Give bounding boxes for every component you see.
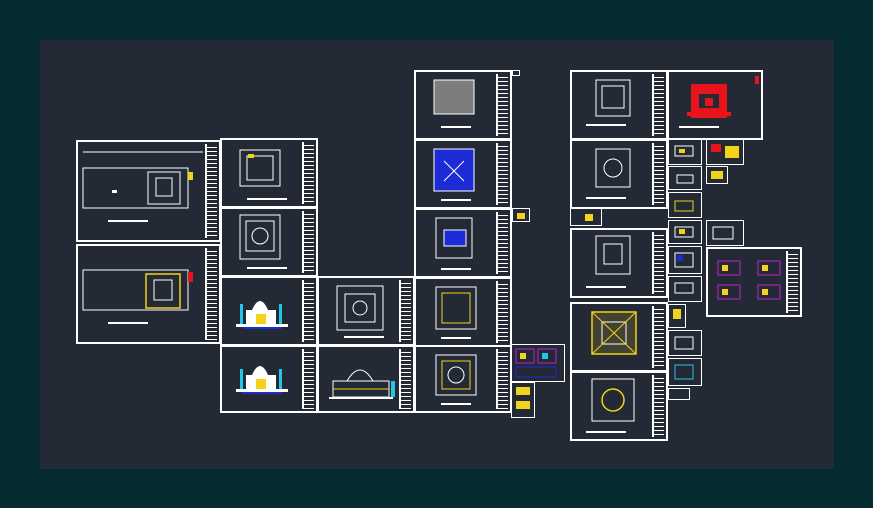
- detail-sheet-small-i[interactable]: [706, 166, 728, 184]
- detail-sheet-small-p[interactable]: [668, 330, 702, 356]
- mosque-elevation-icon: [236, 301, 288, 329]
- mosque-elevation-icon: [236, 366, 288, 394]
- detail-sheet-small-m[interactable]: [668, 246, 702, 274]
- detail-drawing: [674, 336, 694, 350]
- detail-sheet-small-o[interactable]: [668, 304, 686, 328]
- drawing-sheet-roof-plan[interactable]: [414, 70, 512, 140]
- mosque-elevation-icon: [329, 369, 395, 399]
- drawing-sheet-site-plan-1[interactable]: [76, 140, 221, 242]
- drawing-sheet-plan-a[interactable]: [220, 138, 318, 208]
- detail-drawing: [674, 200, 694, 212]
- detail-sheet-small-e[interactable]: [570, 208, 602, 226]
- detail-drawing: [676, 174, 694, 184]
- drawing-sheet-blue-plan-a[interactable]: [414, 139, 512, 209]
- drawing-sheet-plan-c[interactable]: [317, 276, 415, 346]
- detail-sheet-small-h[interactable]: [668, 166, 702, 190]
- drawing-sheet-section[interactable]: [317, 345, 415, 413]
- floor-plan-icon: [717, 260, 781, 300]
- detail-drawing: [711, 144, 739, 158]
- floor-plan-icon: [591, 311, 637, 355]
- drawing-sheet-plan-d[interactable]: [414, 277, 512, 347]
- detail-sheet-small-l[interactable]: [706, 220, 744, 246]
- drawing-sheet-elevation-a[interactable]: [220, 276, 318, 346]
- dome-plan-icon: [586, 378, 635, 433]
- detail-drawing: [711, 171, 723, 179]
- detail-sheet-small-g[interactable]: [706, 139, 744, 165]
- drawing-sheet-plan-i[interactable]: [570, 302, 668, 372]
- floor-plan-icon: [435, 286, 477, 339]
- detail-drawing: [674, 364, 694, 380]
- detail-drawing: [673, 309, 681, 319]
- detail-sheet-small-f[interactable]: [668, 139, 702, 165]
- detail-sheet-small-r[interactable]: [668, 388, 690, 400]
- drawing-sheet-plan-b[interactable]: [220, 207, 318, 277]
- detail-drawing: [674, 145, 694, 157]
- detail-drawing: [585, 214, 593, 221]
- detail-sheet-small-q[interactable]: [668, 358, 702, 386]
- drawing-sheet-plan-h[interactable]: [570, 228, 668, 298]
- floor-plan-icon: [586, 79, 631, 126]
- drawing-sheet-plan-e[interactable]: [414, 345, 512, 413]
- dome-plan-icon: [433, 148, 475, 201]
- drawing-sheet-plan-g[interactable]: [570, 139, 668, 209]
- dome-plan-icon: [435, 354, 477, 405]
- drawing-sheet-red-elevation[interactable]: [667, 70, 763, 140]
- detail-drawing: [674, 282, 694, 294]
- floor-plan-icon: [336, 285, 384, 338]
- dome-plan-icon: [239, 214, 287, 269]
- detail-sheet-small-k[interactable]: [668, 220, 702, 244]
- drawing-sheet-plan-f[interactable]: [570, 70, 668, 140]
- floor-plan-icon: [435, 217, 473, 270]
- floor-plan-icon: [433, 79, 475, 128]
- drawing-sheet-plan-j[interactable]: [570, 371, 668, 441]
- floor-plan-icon: [239, 149, 287, 200]
- detail-drawing: [674, 226, 694, 238]
- site-plan-drawing: [82, 269, 193, 324]
- drawing-sheet-site-plan-2[interactable]: [76, 244, 221, 344]
- detail-drawing: [515, 348, 557, 378]
- detail-drawing: [674, 252, 694, 268]
- floor-plan-icon: [586, 235, 631, 288]
- detail-sheet-small-n[interactable]: [668, 276, 702, 302]
- mosque-elevation-icon: [679, 76, 759, 128]
- detail-drawing: [516, 387, 530, 409]
- drawing-sheet-blue-plan-b[interactable]: [414, 208, 512, 278]
- detail-sheet-small-c[interactable]: [511, 344, 565, 382]
- site-plan-drawing: [82, 151, 203, 222]
- drawing-sheet-elevation-b[interactable]: [220, 345, 318, 413]
- detail-drawing: [712, 226, 734, 240]
- detail-sheet-small-b[interactable]: [512, 208, 530, 222]
- detail-sheet-small-j[interactable]: [668, 192, 702, 218]
- dome-plan-icon: [586, 148, 631, 199]
- cad-model-space[interactable]: [40, 40, 834, 469]
- detail-sheet-small-a[interactable]: [512, 70, 520, 76]
- detail-sheet-small-d[interactable]: [511, 382, 535, 418]
- drawing-sheet-unit-plans[interactable]: [706, 247, 802, 317]
- detail-drawing: [517, 213, 525, 219]
